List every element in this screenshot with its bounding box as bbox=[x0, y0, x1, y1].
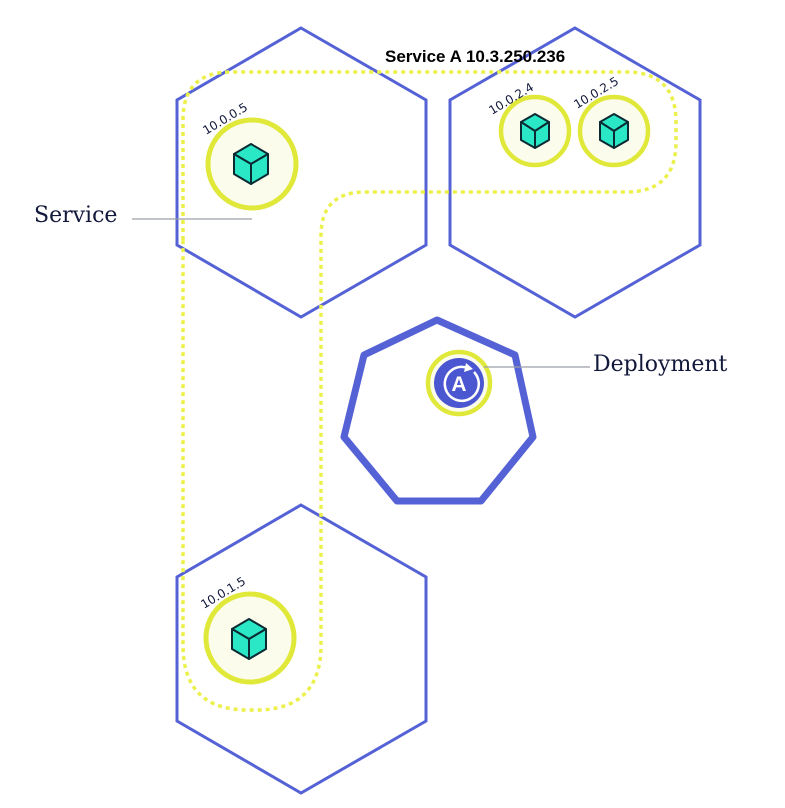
cube-icon bbox=[231, 618, 267, 660]
cube-icon bbox=[233, 143, 269, 185]
cube-icon bbox=[520, 113, 550, 149]
service-label: Service bbox=[34, 203, 117, 228]
pod-bottom: 10.0.1.5 bbox=[198, 574, 297, 685]
pod-top-left: 10.0.0.5 bbox=[200, 100, 299, 211]
pod-top-right-1: 10.0.2.4 bbox=[486, 80, 572, 168]
pod-top-right-2: 10.0.2.5 bbox=[571, 74, 651, 168]
service-boundary-path bbox=[181, 70, 678, 712]
node-hexagon-top-right bbox=[448, 26, 702, 319]
cube-icon bbox=[599, 113, 629, 149]
service-a-title: Service A 10.3.250.236 bbox=[385, 47, 565, 66]
deployment-heptagon bbox=[340, 316, 537, 505]
deployment-letter: A bbox=[451, 373, 466, 396]
deployment-label: Deployment bbox=[593, 352, 728, 377]
node-hexagon-bottom bbox=[175, 503, 428, 795]
deployment-icon: A bbox=[425, 349, 493, 417]
node-hexagon-top-left bbox=[175, 26, 428, 319]
